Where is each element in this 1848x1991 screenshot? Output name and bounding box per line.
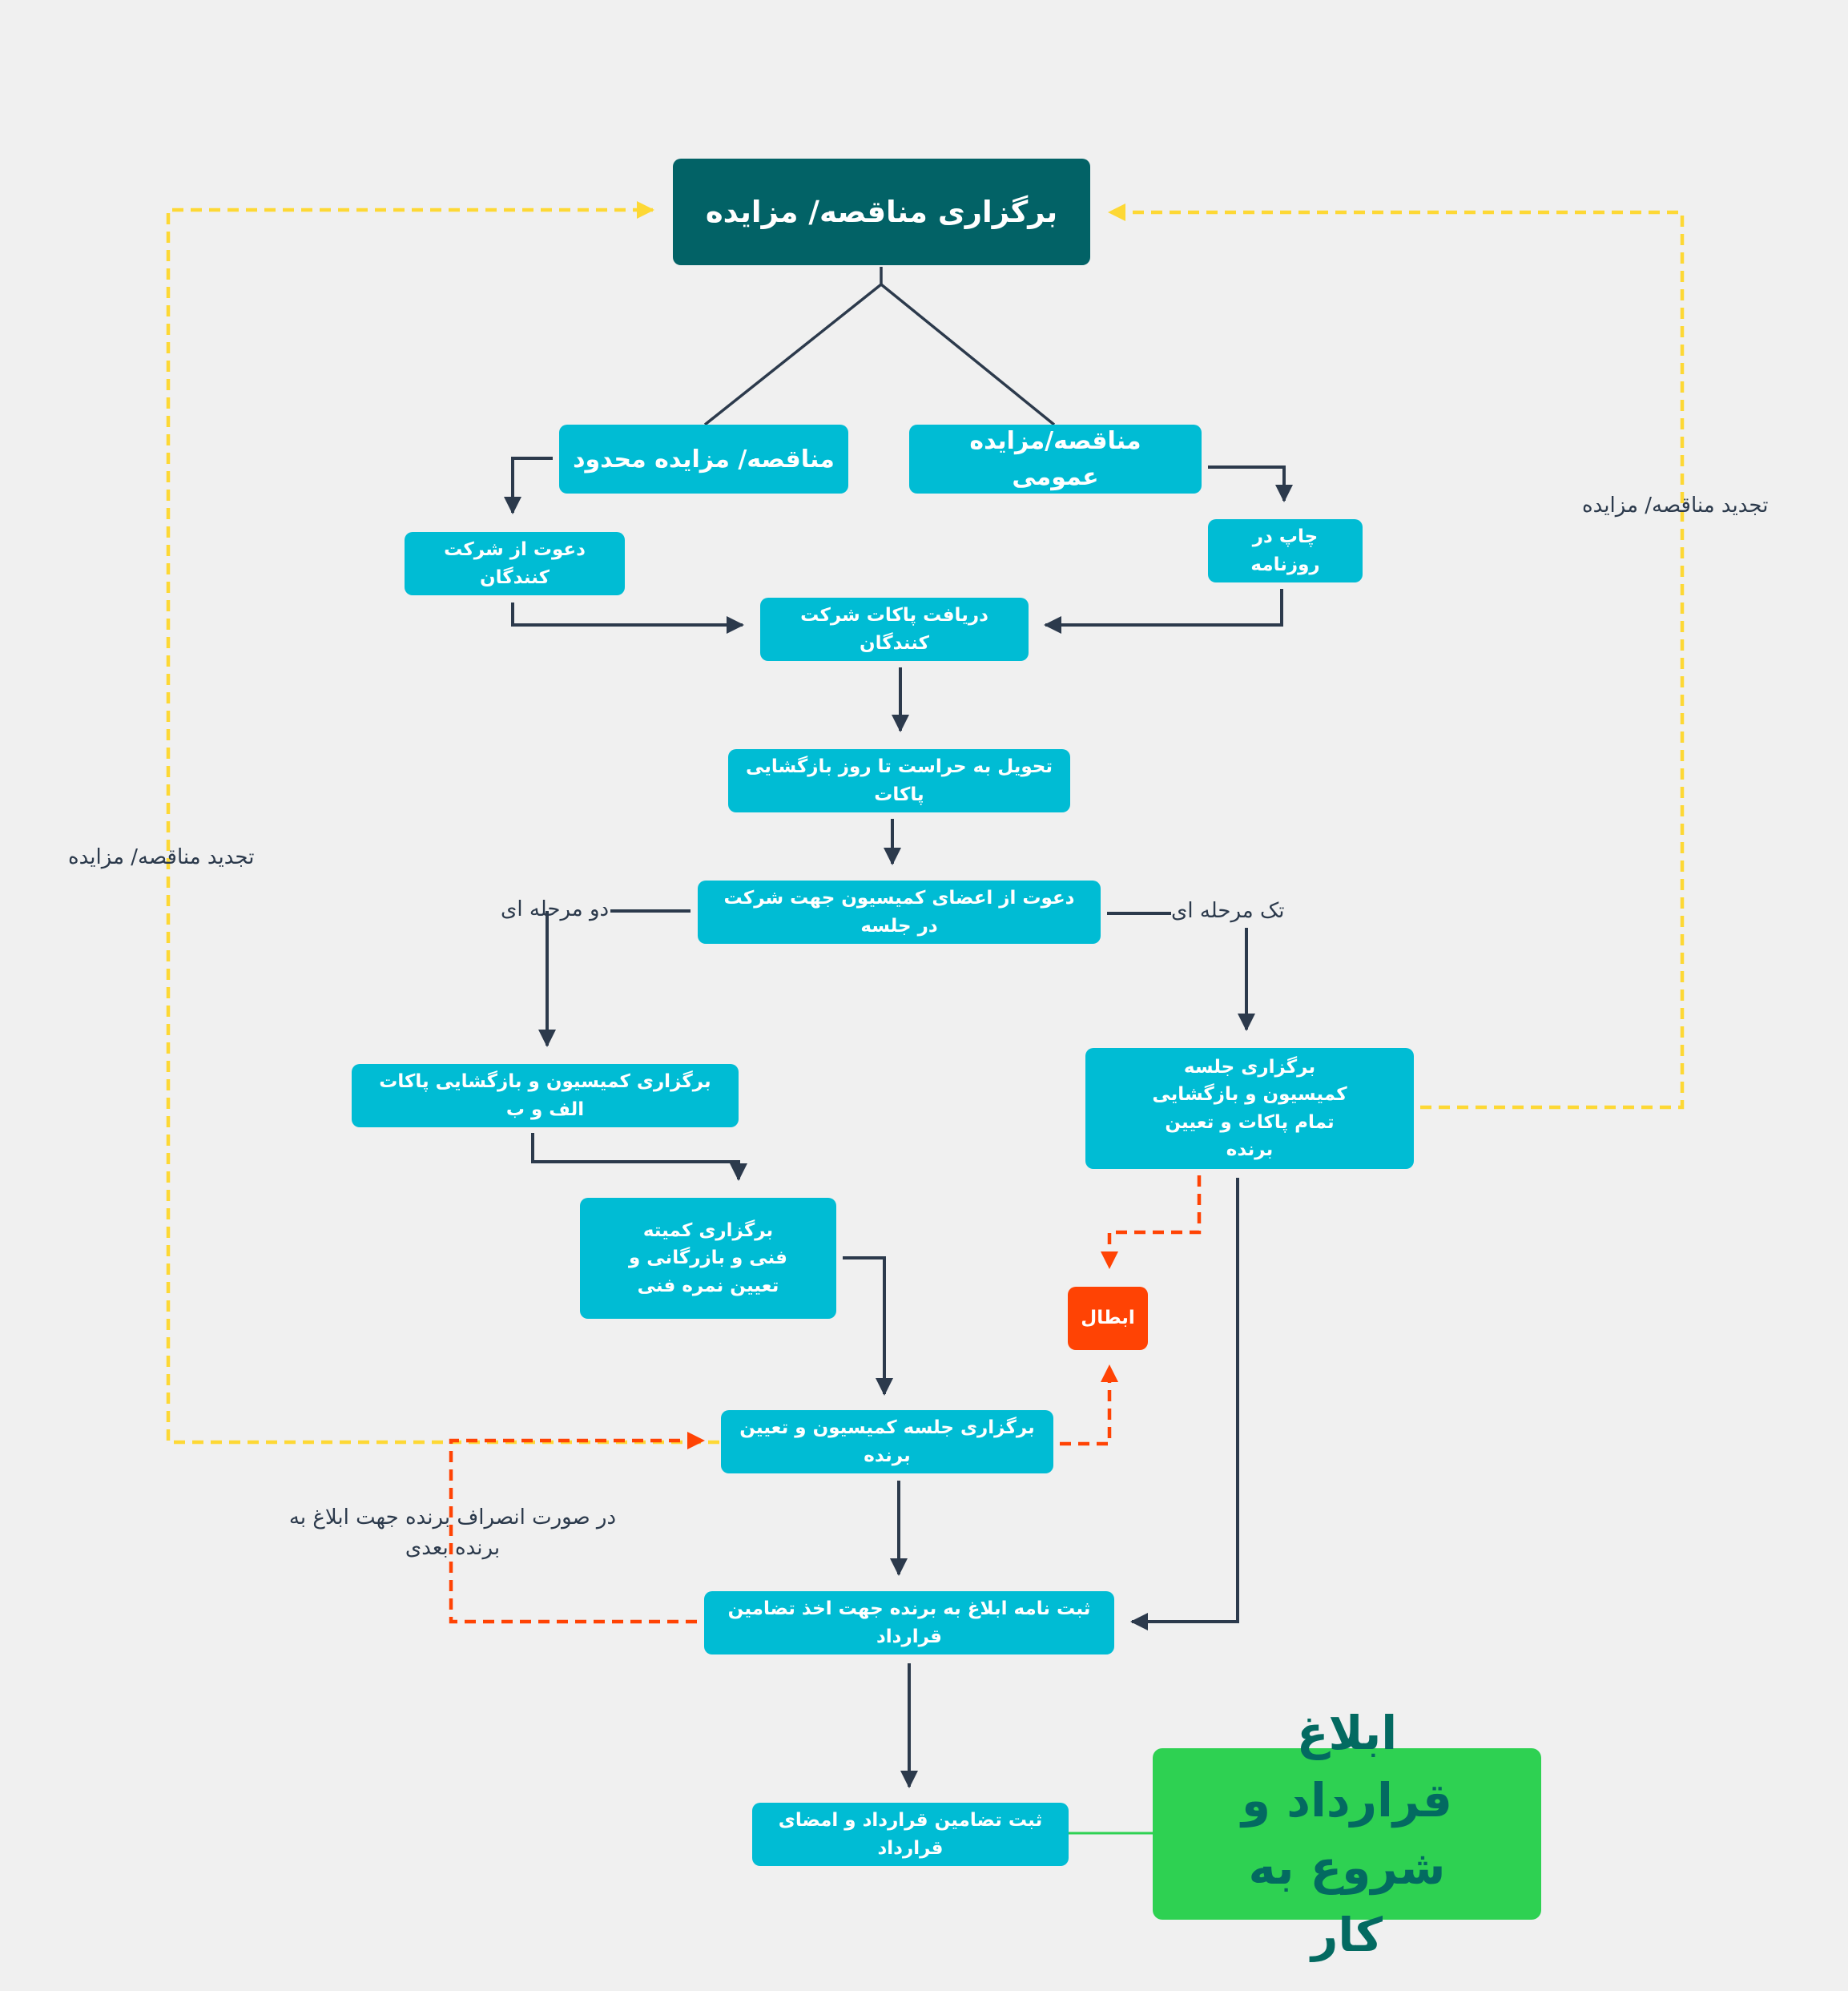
- alternate-paths: [449, 1175, 1202, 1624]
- commission-ab-node: برگزاری کمیسیون و بازگشایی پاکات الف و ب: [352, 1064, 739, 1127]
- final-node: ابلاغ قرارداد و شروع به کار: [1153, 1706, 1541, 1962]
- single-stage-session-node: برگزاری جلسه کمیسیون و بازگشایی تمام پاک…: [1085, 1048, 1414, 1169]
- public-tender-node: مناقصه/مزایده عمومی: [909, 425, 1202, 494]
- connector-limited-to-invite: [504, 457, 553, 514]
- newspaper-node: چاپ در روزنامه: [1208, 519, 1363, 582]
- connector-single-session-to-void: [1101, 1175, 1202, 1269]
- retender-loop-right: [1108, 204, 1685, 1110]
- custody-node: تحویل به حراست تا روز بازگشایی پاکات: [728, 749, 1070, 812]
- connector-winner-to-void: [1060, 1364, 1118, 1446]
- connector-public-to-newspaper: [1208, 466, 1293, 502]
- invite-participants-node: دعوت از شرکت کنندگان: [405, 532, 625, 595]
- notify-winner-node: ثبت نامه ابلاغ به برنده جهت اخذ تضامین ق…: [704, 1591, 1114, 1654]
- retender-loops: [166, 201, 1685, 1445]
- connector-technical-to-winner: [843, 1256, 893, 1396]
- limited-tender-node: مناقصه/ مزایده محدود: [559, 425, 848, 494]
- technical-committee-node: برگزاری کمیته فنی و بازرگانی و تعیین نمر…: [580, 1198, 836, 1319]
- two-stage-label: دو مرحله ای: [501, 897, 610, 921]
- connector-invite-to-receive: [511, 603, 744, 634]
- commission-winner-node: برگزاری جلسه کمیسیون و تعیین برنده: [721, 1410, 1053, 1473]
- connector-ab-to-technical: [531, 1133, 747, 1181]
- title-node: برگزاری مناقصه/ مزایده: [673, 159, 1090, 265]
- title-branch-lines: [703, 267, 1056, 426]
- connector-newspaper-to-receive: [1044, 589, 1283, 634]
- retender-label-left: تجدید مناقصه/ مزایده: [68, 845, 255, 869]
- flow-connectors: [504, 457, 1293, 1788]
- single-stage-label: تک مرحله ای: [1171, 899, 1285, 923]
- invite-commission-node: دعوت از اعضای کمیسیون جهت شرکت در جلسه: [698, 881, 1101, 944]
- connector-withdrawal-loop: [449, 1432, 705, 1624]
- retender-loop-left: [166, 201, 719, 1445]
- retender-label-right: تجدید مناقصه/ مزایده: [1582, 494, 1769, 518]
- guarantees-sign-node: ثبت تضامین قرارداد و امضای قرارداد: [752, 1803, 1069, 1866]
- withdrawal-label: در صورت انصراف برنده جهت ابلاغ به برنده …: [288, 1505, 617, 1560]
- receive-envelopes-node: دریافت پاکات شرکت کنندگان: [760, 598, 1029, 661]
- connector-single-session-to-notify: [1130, 1178, 1239, 1630]
- void-node: ابطال: [1068, 1287, 1148, 1350]
